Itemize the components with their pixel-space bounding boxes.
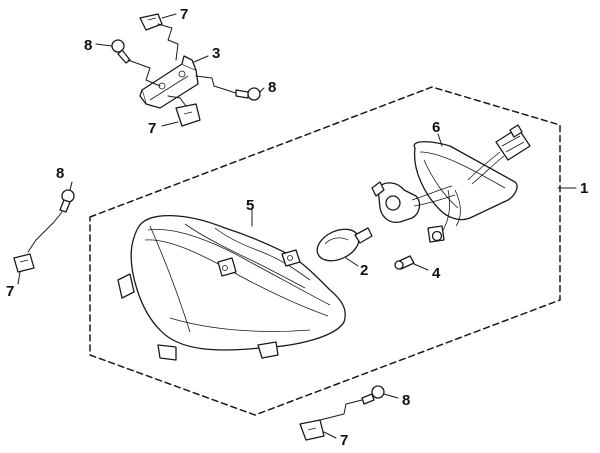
- headlight-bulb: [316, 227, 373, 262]
- speed-nut-bracket: [175, 103, 201, 127]
- wiring-harness-socket: [371, 124, 531, 243]
- position-bulb: [394, 255, 415, 270]
- callout-7-left: 7: [6, 283, 14, 300]
- callout-8-top-left: 8: [84, 37, 92, 54]
- headlight-lens-housing: [117, 214, 346, 361]
- speed-nut-left: [13, 253, 35, 273]
- callout-7-top: 7: [180, 6, 188, 23]
- callout-6: 6: [432, 119, 440, 136]
- screw-top-left: [111, 39, 131, 64]
- mounting-bracket: [139, 55, 199, 109]
- callout-7-bottom: 7: [340, 432, 348, 449]
- speed-nut-top: [139, 13, 163, 31]
- speed-nut-bottom: [299, 419, 325, 441]
- leader-lines: [17, 13, 577, 439]
- callout-3: 3: [212, 45, 220, 62]
- callout-4: 4: [432, 265, 441, 282]
- screw-bottom: [361, 385, 385, 405]
- callout-2: 2: [360, 262, 368, 279]
- callout-5: 5: [246, 197, 254, 214]
- callout-8-top-right: 8: [268, 79, 276, 96]
- callout-1: 1: [580, 180, 588, 197]
- callout-8-bottom: 8: [402, 392, 410, 409]
- screw-left: [59, 189, 75, 213]
- assembly-boundary: [89, 86, 561, 416]
- callout-7-bracket: 7: [148, 120, 156, 137]
- screw-top-right: [235, 87, 261, 101]
- callout-8-left: 8: [56, 165, 64, 182]
